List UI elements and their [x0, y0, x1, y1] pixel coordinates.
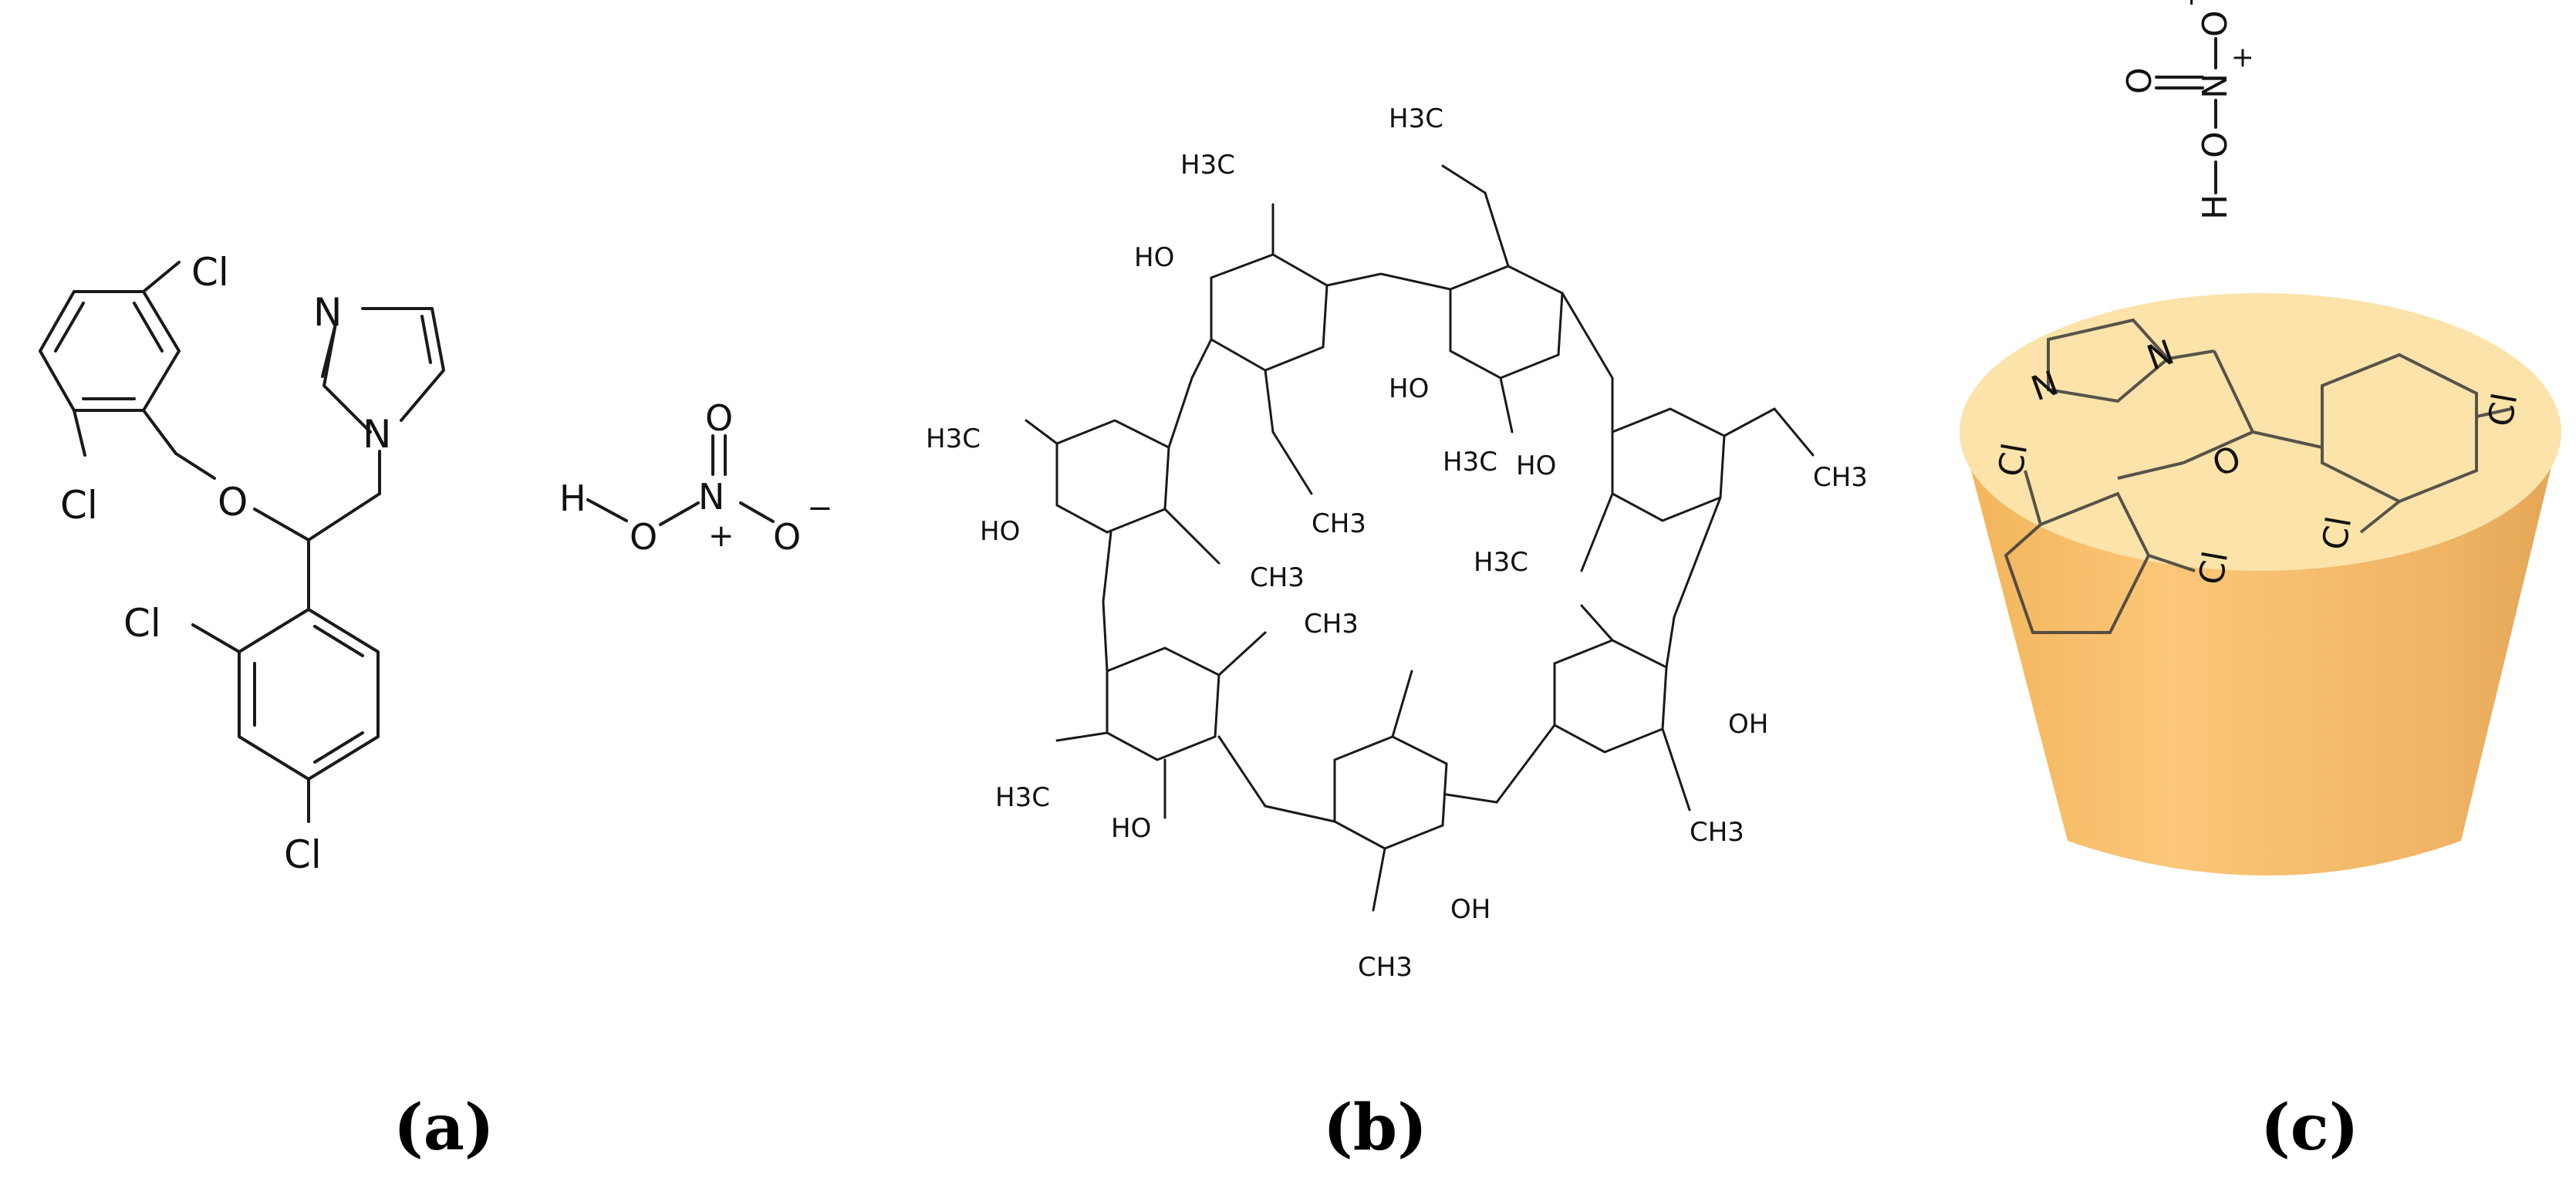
oxygen-atom: O: [2120, 67, 2159, 94]
methyl-group: H3C: [1180, 150, 1235, 181]
methyl-group: CH3: [1690, 817, 1744, 848]
dichlorophenyl-ring: [238, 608, 380, 781]
nitrogen-atom: N: [698, 476, 724, 518]
oxygen-atom: O: [705, 397, 733, 439]
methyl-group: CH3: [1312, 508, 1366, 539]
glucose-ring: [1333, 735, 1448, 850]
methyl-group: H3C: [995, 782, 1050, 813]
panel-a-structure: Cl Cl O N N Cl Cl H O N O + O −: [39, 250, 833, 877]
hydrogen-atom: H: [2196, 194, 2235, 220]
chlorine-atom: Cl: [2192, 548, 2237, 588]
hydroxyl-group: HO: [1134, 242, 1174, 273]
hydroxyl-group: HO: [980, 516, 1020, 547]
glucose-ring: [1553, 639, 1668, 754]
hydrogen-atom: H: [559, 477, 586, 519]
plus-charge: +: [708, 518, 734, 554]
hydroxyl-group: HO: [1516, 450, 1556, 481]
methyl-group: H3C: [1389, 103, 1443, 134]
nitric-acid-c: H O N O O + −: [2120, 0, 2258, 220]
panel-c-inclusion-complex: N N O Cl Cl Cl Cl H O N O O + −: [1960, 0, 2561, 876]
imidazole-ring: [321, 307, 445, 434]
glucose-ring: [1106, 646, 1220, 761]
methyl-group: CH3: [1358, 952, 1413, 983]
minus-charge: −: [2176, 0, 2207, 8]
hydroxyl-group: HO: [1389, 373, 1429, 404]
chlorine-atom: Cl: [191, 250, 229, 295]
panel-b-cyclodextrin: H3C HO CH3 H3C HO H3C HO CH3 H3C OH CH3 …: [926, 103, 1868, 983]
glucose-ring: [1611, 407, 1726, 522]
chlorine-atom: Cl: [123, 601, 161, 646]
nitrogen-atom: N: [313, 290, 342, 335]
methyl-group: H3C: [926, 423, 981, 454]
glucose-ring: [1055, 419, 1170, 534]
plus-charge: +: [2227, 46, 2258, 69]
oxygen-atom: O: [630, 516, 657, 558]
chlorine-atom: Cl: [2315, 514, 2360, 553]
methyl-group: CH3: [1813, 462, 1868, 493]
hydroxyl-group: OH: [1728, 709, 1768, 740]
hydroxyl-group: OH: [1450, 894, 1491, 925]
panel-label-b: (b): [1323, 1091, 1427, 1165]
nitric-acid-a: H O N O + O −: [559, 397, 833, 558]
panel-label-a: (a): [393, 1091, 495, 1165]
dichlorobenzyl-ring: [39, 290, 181, 412]
minus-charge: −: [807, 491, 833, 526]
nitrogen-atom: N: [363, 412, 391, 457]
cone-rim: [1960, 293, 2561, 571]
chlorine-atom: Cl: [2481, 390, 2526, 430]
guest-molecule: [2004, 318, 2512, 634]
methyl-group: H3C: [1443, 447, 1497, 477]
hydroxyl-group: HO: [1111, 813, 1151, 844]
methyl-group: H3C: [1474, 547, 1528, 578]
chlorine-atom: Cl: [60, 483, 98, 528]
chlorine-atom: Cl: [1991, 440, 2036, 480]
oxygen-atom: O: [218, 480, 248, 525]
methyl-group: CH3: [1304, 609, 1359, 639]
oxygen-atom: O: [773, 516, 801, 558]
glucose-ring: [1210, 253, 1329, 372]
methyl-group: CH3: [1250, 562, 1305, 593]
panel-label-c: (c): [2260, 1091, 2359, 1165]
oxygen-atom: O: [2196, 131, 2235, 158]
glucose-ring: [1449, 265, 1564, 380]
oxygen-atom: O: [2196, 10, 2235, 37]
chlorine-atom: Cl: [284, 832, 322, 877]
